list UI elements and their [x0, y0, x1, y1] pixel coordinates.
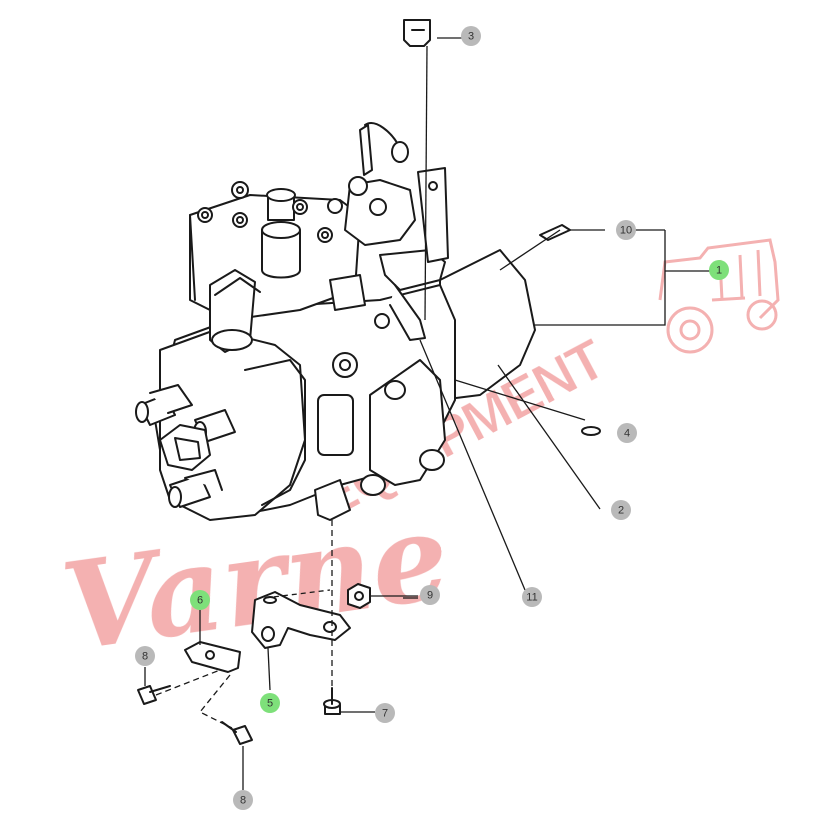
callout-10: 10: [616, 220, 636, 240]
callout-circle: [420, 585, 440, 605]
callout-1: 1: [709, 260, 729, 280]
callout-label: 5: [267, 698, 273, 710]
callout-label: 7: [382, 708, 388, 720]
callout-circle: [260, 693, 280, 713]
callout-circle: [135, 646, 155, 666]
callout-label: 3: [468, 31, 474, 43]
callout-circle: [190, 590, 210, 610]
callout-circle: [233, 790, 253, 810]
callout-circle: [611, 500, 631, 520]
callout-11: 11: [522, 587, 542, 607]
bracket-assembly-drawing: [137, 19, 601, 745]
callout-label: 8: [142, 651, 148, 663]
injection-pump-drawing: [135, 122, 536, 521]
callout-label: 8: [240, 795, 246, 807]
callout-label: 4: [624, 428, 630, 440]
callout-5: 5: [260, 693, 280, 713]
callout-label: 2: [618, 505, 624, 517]
callout-label: 6: [197, 595, 203, 607]
callout-circle: [616, 220, 636, 240]
callout-label: 11: [526, 592, 537, 604]
callout-circle: [617, 423, 637, 443]
callout-label: 1: [716, 265, 722, 277]
callout-label: 9: [427, 590, 433, 602]
callout-7: 7: [375, 703, 395, 723]
leader-lines: [144, 37, 710, 790]
callout-8a: 8: [135, 646, 155, 666]
callout-circle: [522, 587, 542, 607]
callout-circle: [375, 703, 395, 723]
callout-circle: [709, 260, 729, 280]
callout-8b: 8: [233, 790, 253, 810]
callout-label: 10: [620, 225, 632, 237]
callout-6: 6: [190, 590, 210, 610]
callout-3: 3: [461, 26, 481, 46]
callout-9: 9: [420, 585, 440, 605]
callout-circle: [461, 26, 481, 46]
callout-4: 4: [617, 423, 637, 443]
callout-2: 2: [611, 500, 631, 520]
